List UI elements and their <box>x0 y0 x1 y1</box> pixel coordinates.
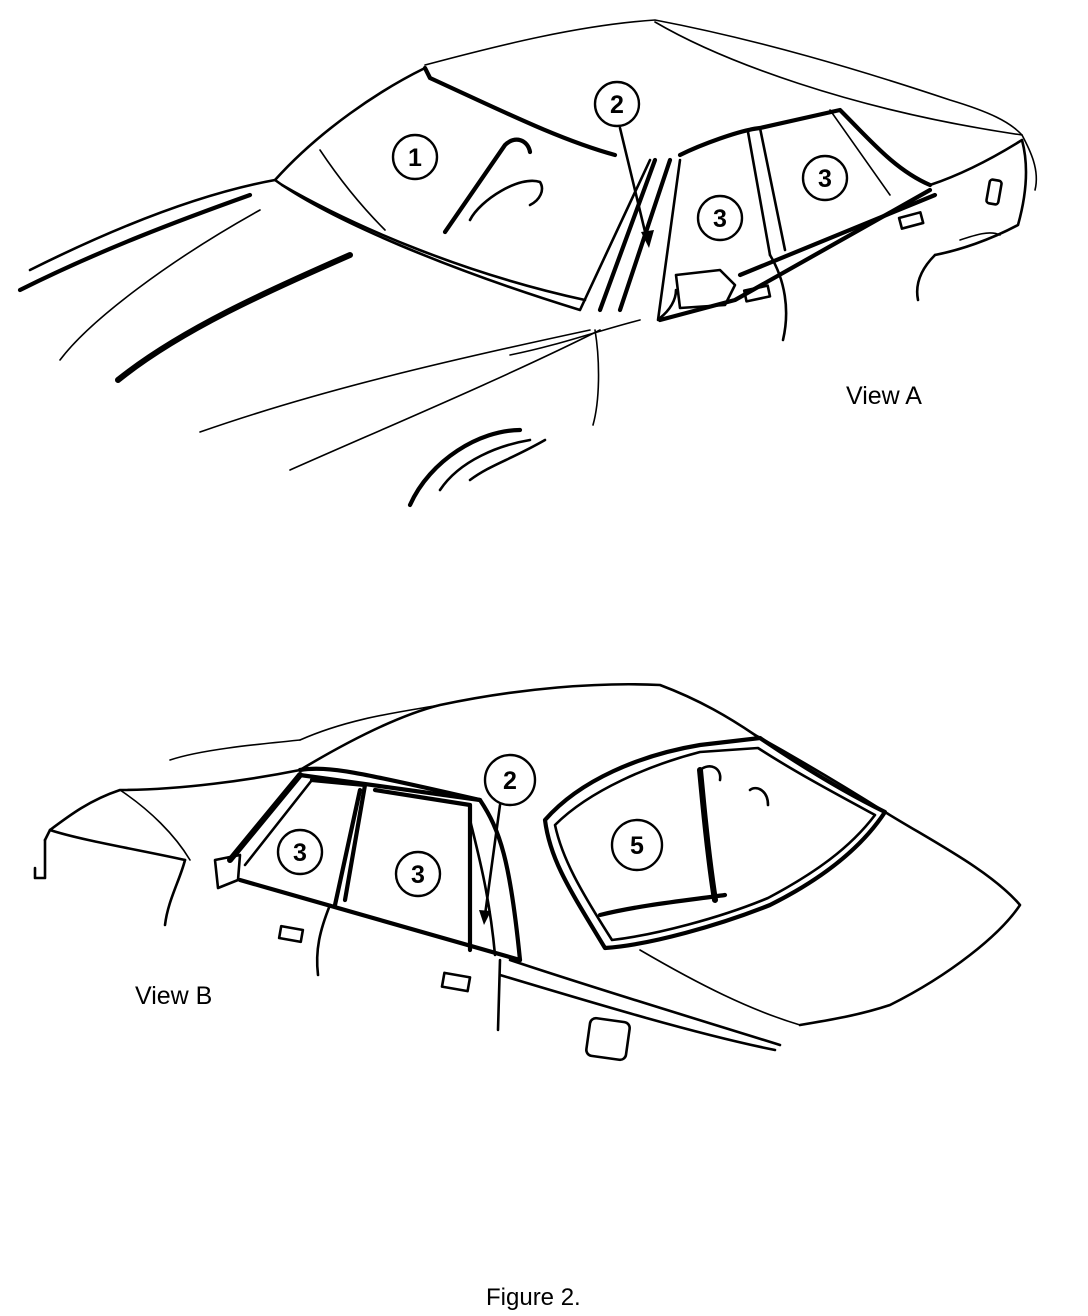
view-b-callout-3-front: 3 <box>276 828 324 876</box>
view-a-callout-2: 2 <box>593 80 641 128</box>
view-b-callout-2-leader <box>483 803 502 917</box>
svg-text:5: 5 <box>630 832 644 860</box>
view-b-callout-2: 2 <box>483 753 537 807</box>
figure-caption: Figure 2. <box>486 1284 581 1311</box>
svg-text:3: 3 <box>293 839 307 867</box>
view-b-label: View B <box>135 982 213 1010</box>
view-b-drawing <box>33 682 1022 1062</box>
svg-text:1: 1 <box>408 144 422 172</box>
svg-text:3: 3 <box>818 165 832 193</box>
view-a-callout-2-leader <box>618 126 649 242</box>
svg-text:2: 2 <box>503 767 517 795</box>
view-a-callout-2-arrowhead <box>641 230 654 248</box>
svg-text:3: 3 <box>713 205 727 233</box>
svg-text:2: 2 <box>610 91 624 119</box>
view-a-label: View A <box>846 382 922 410</box>
view-b-callout-3-rear: 3 <box>394 850 442 898</box>
view-a-drawing <box>17 19 1038 508</box>
view-a-callout-1: 1 <box>391 133 439 181</box>
view-b-callout-5: 5 <box>610 818 664 872</box>
svg-text:3: 3 <box>411 861 425 889</box>
view-a-callout-3-rear: 3 <box>801 154 849 202</box>
view-a-callout-3-front: 3 <box>696 194 744 242</box>
view-b-callout-2-arrowhead <box>479 910 491 925</box>
